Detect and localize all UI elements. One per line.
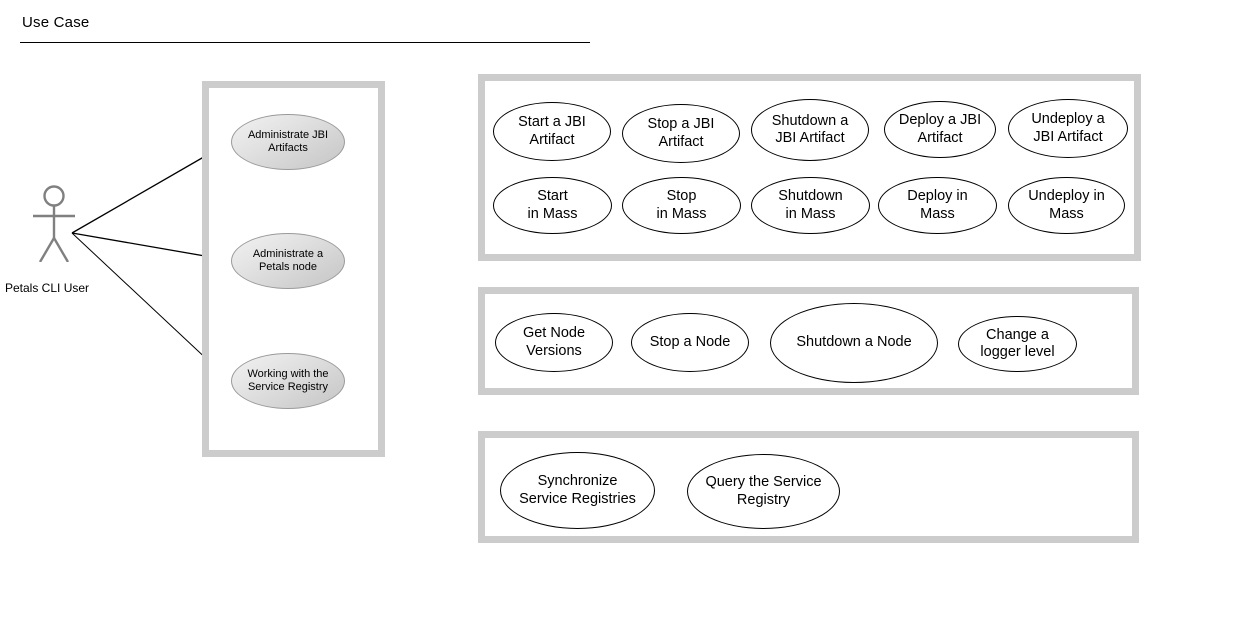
use-case-label: Shutdown a Node [796, 334, 912, 351]
use-case-stop-a-jbi-artifact[interactable]: Stop a JBI Artifact [622, 104, 740, 163]
use-case-synchronize-service-registries[interactable]: Synchronize Service Registries [500, 452, 655, 529]
actor-head-icon [43, 185, 65, 207]
use-case-label: Administrate a Petals node [252, 248, 324, 273]
use-case-deploy-a-jbi-artifact[interactable]: Deploy a JBI Artifact [884, 101, 996, 158]
actor-petals-cli-user[interactable] [26, 182, 86, 262]
page-title: Use Case [22, 14, 90, 31]
use-case-undeploy-a-jbi-artifact[interactable]: Undeploy a JBI Artifact [1008, 99, 1128, 158]
actor-label: Petals CLI User [5, 281, 90, 295]
use-case-label: Shutdown in Mass [778, 188, 843, 222]
use-case-label: Administrate JBI Artifacts [247, 129, 329, 154]
use-case-administrate-jbi-artifacts[interactable]: Administrate JBI Artifacts [231, 114, 345, 170]
actor-right-leg-line [52, 237, 70, 262]
use-case-label: Shutdown a JBI Artifact [771, 112, 849, 146]
use-case-label: Undeploy a JBI Artifact [1031, 111, 1105, 145]
actor-left-leg-line [38, 237, 56, 262]
use-case-shutdown-in-mass[interactable]: Shutdown in Mass [751, 177, 870, 234]
use-case-undeploy-in-mass[interactable]: Undeploy in Mass [1008, 177, 1125, 234]
use-case-label: Start a JBI Artifact [518, 114, 586, 148]
use-case-get-node-versions[interactable]: Get Node Versions [495, 313, 613, 372]
use-case-label: Synchronize Service Registries [519, 473, 636, 507]
use-case-shutdown-a-node[interactable]: Shutdown a Node [770, 303, 938, 383]
use-case-label: Stop a JBI Artifact [647, 116, 715, 150]
use-case-start-in-mass[interactable]: Start in Mass [493, 177, 612, 234]
use-case-label: Change a logger level [980, 326, 1055, 360]
use-case-query-the-service-registry[interactable]: Query the Service Registry [687, 454, 840, 529]
use-case-stop-a-node[interactable]: Stop a Node [631, 313, 749, 372]
use-case-label: Start in Mass [527, 188, 578, 222]
use-case-label: Stop a Node [649, 333, 731, 350]
use-case-shutdown-a-jbi-artifact[interactable]: Shutdown a JBI Artifact [751, 99, 869, 161]
use-case-label: Undeploy in Mass [1028, 188, 1105, 222]
use-case-label: Query the Service Registry [705, 474, 822, 508]
use-case-administrate-a-petals-node[interactable]: Administrate a Petals node [231, 233, 345, 289]
use-case-label: Deploy in Mass [907, 188, 968, 222]
use-case-deploy-in-mass[interactable]: Deploy in Mass [878, 177, 997, 234]
use-case-working-with-the-service-registry[interactable]: Working with the Service Registry [231, 353, 345, 409]
use-case-label: Deploy a JBI Artifact [898, 112, 982, 146]
use-case-label: Stop in Mass [656, 188, 707, 222]
use-case-stop-in-mass[interactable]: Stop in Mass [622, 177, 741, 234]
use-case-label: Get Node Versions [522, 325, 586, 359]
use-case-change-a-logger-level[interactable]: Change a logger level [958, 316, 1077, 372]
use-case-start-a-jbi-artifact[interactable]: Start a JBI Artifact [493, 102, 611, 161]
title-divider [20, 42, 590, 43]
use-case-label: Working with the Service Registry [247, 368, 329, 393]
